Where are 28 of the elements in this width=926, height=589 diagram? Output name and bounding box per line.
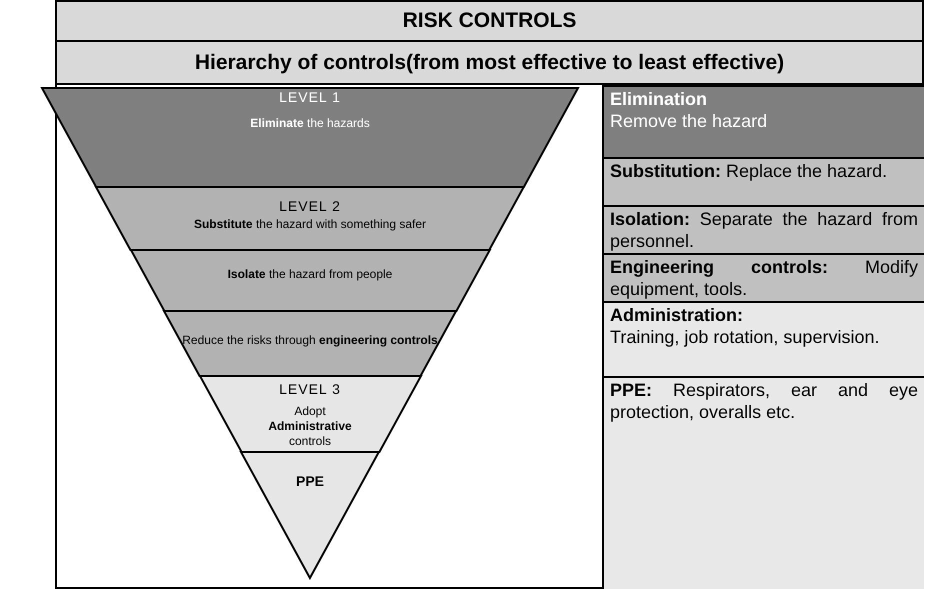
cell-text: Substitution: Replace the hazard.: [610, 160, 888, 182]
band-text: PPE: [294, 474, 325, 489]
cell-text: Remove the hazard: [610, 110, 768, 132]
band-text: Substitute the hazard with something safer: [192, 217, 428, 232]
band-text: Adopt Administrative controls: [267, 404, 353, 449]
table-cell: [602, 157, 924, 205]
cell-text: Engineering controls: Modify equipment, tools.: [610, 256, 918, 300]
table-cell: [602, 85, 924, 157]
pyramid-band: [200, 376, 420, 452]
band-text: Eliminate the hazards: [249, 116, 371, 131]
pyramid-band: [241, 452, 379, 578]
band-text: LEVEL 1: [278, 90, 342, 105]
table-cell: [602, 301, 924, 376]
band-text: LEVEL 3: [278, 382, 342, 397]
pyramid-band: [130, 250, 490, 311]
cell-text: Elimination: [610, 88, 708, 110]
cell-text: Isolation: Separate the hazard from personnel.: [610, 208, 918, 252]
table-subtitle: Hierarchy of controls(from most effective to least effective): [57, 42, 922, 85]
cell-text: Administration:: [610, 304, 744, 326]
band-text: Reduce the risks through engineering controls: [181, 333, 439, 348]
cell-text: Training, job rotation, supervision.: [610, 326, 880, 348]
band-text: Isolate the hazard from people: [226, 267, 394, 282]
pyramid-band: [164, 311, 456, 376]
table-cell: [602, 376, 924, 589]
pyramid-band: [42, 88, 578, 187]
cell-text: PPE: Respirators, ear and eye protection, overalls etc.: [610, 379, 918, 423]
band-text: LEVEL 2: [278, 199, 342, 214]
table-title: RISK CONTROLS: [57, 2, 922, 42]
